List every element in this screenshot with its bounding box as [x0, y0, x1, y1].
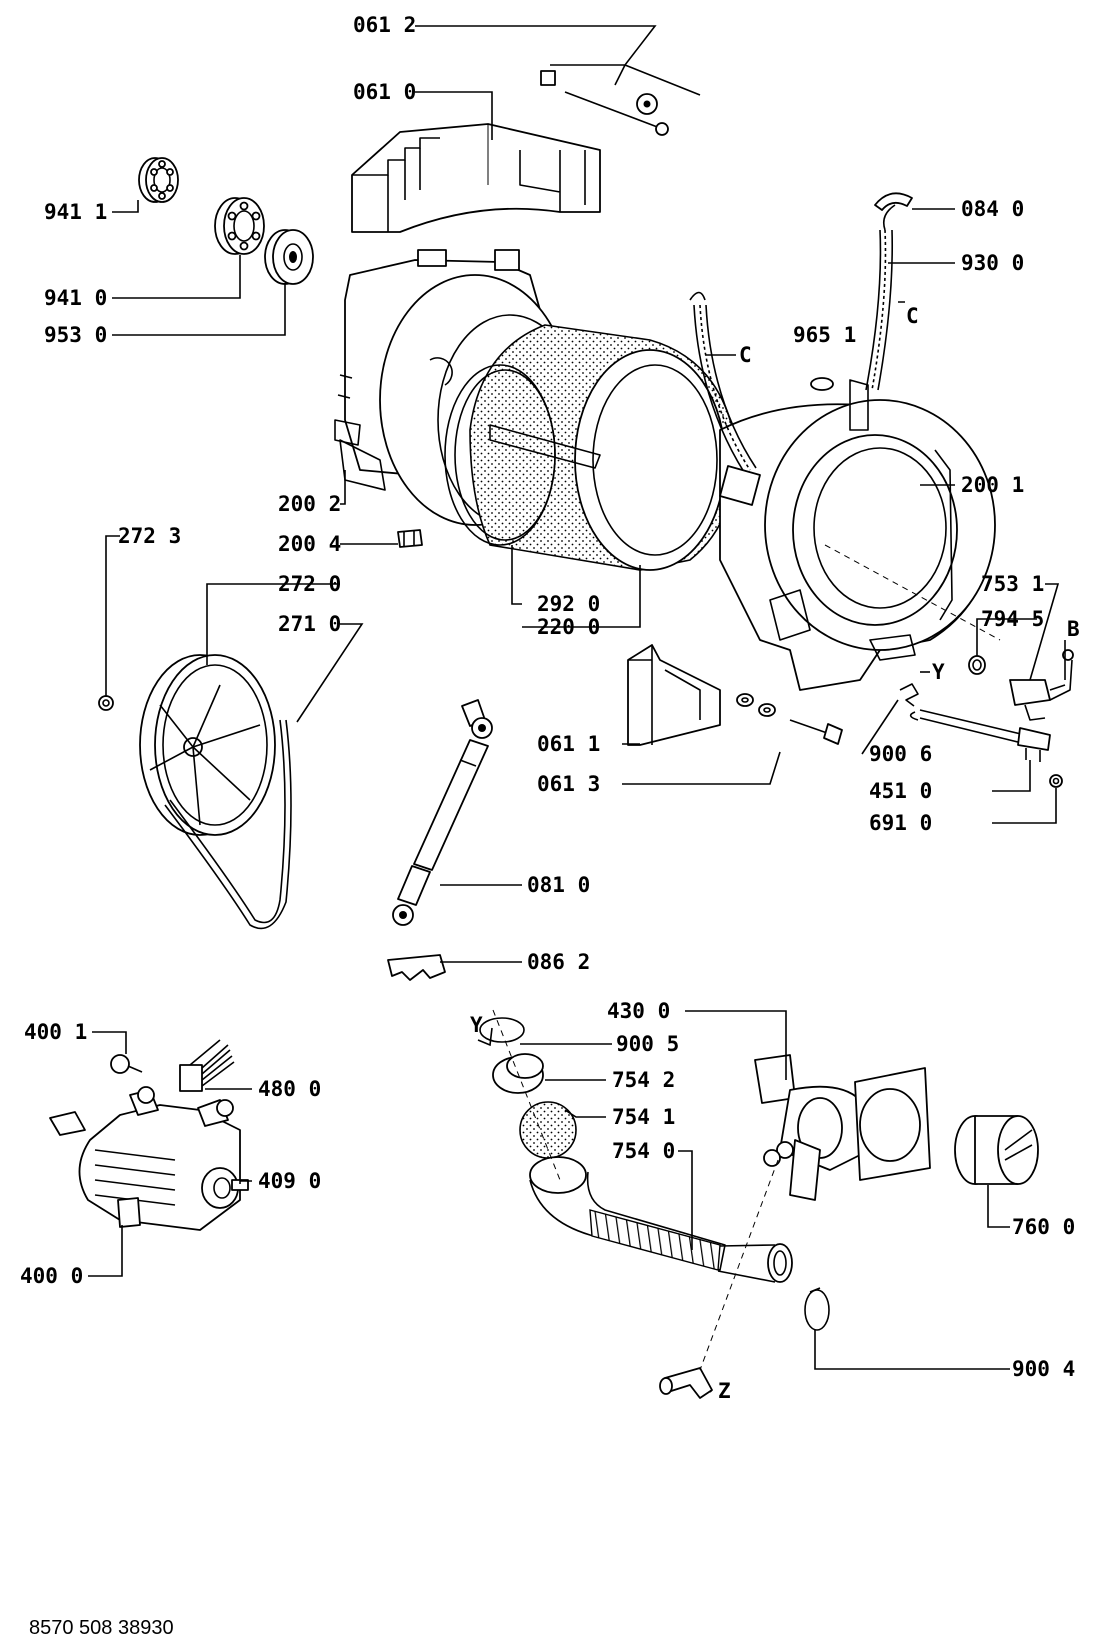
- part-200-4-clip: [397, 529, 423, 548]
- label-y-top: Y: [932, 660, 945, 684]
- part-086-2-mount: [387, 954, 446, 981]
- leader-lines: [88, 25, 1066, 1393]
- part-941-1-bearing: [138, 157, 179, 203]
- label-900-5: 900 5: [616, 1032, 679, 1056]
- part-409-0-clip: [231, 1179, 249, 1191]
- part-900-5-hose-clamp: [479, 1017, 525, 1043]
- label-061-2: 061 2: [353, 13, 416, 37]
- part-900-6-clip: [899, 683, 919, 707]
- label-400-0: 400 0: [20, 1264, 83, 1288]
- label-c-right: C: [906, 304, 919, 328]
- part-754-1-ball-valve: [519, 1101, 577, 1159]
- label-271-0: 271 0: [278, 612, 341, 636]
- label-930-0: 930 0: [961, 251, 1024, 275]
- label-480-0: 480 0: [258, 1077, 321, 1101]
- part-400-1-motor-connector: [110, 1054, 143, 1074]
- label-754-2: 754 2: [612, 1068, 675, 1092]
- label-430-0: 430 0: [607, 999, 670, 1023]
- part-061-3-bolt-kit: [736, 693, 843, 745]
- label-272-0: 272 0: [278, 572, 341, 596]
- part-691-0-nut: [1049, 774, 1063, 788]
- part-272-3-nut: [98, 695, 114, 711]
- label-200-1: 200 1: [961, 473, 1024, 497]
- label-900-4: 900 4: [1012, 1357, 1075, 1381]
- label-200-4: 200 4: [278, 532, 341, 556]
- part-labels: 061 2 061 0 941 1 941 0 953 0 084 0 930 …: [20, 13, 1080, 1403]
- part-084-0-spring-cap: [874, 192, 913, 211]
- part-220-0-drum: [469, 324, 737, 571]
- label-272-3: 272 3: [118, 524, 181, 548]
- part-900-4-hose-clamp: [804, 1287, 830, 1331]
- part-760-0-pump-filter: [954, 1115, 1039, 1185]
- part-200-1-front-tub-half: [719, 379, 1001, 691]
- label-061-0: 061 0: [353, 80, 416, 104]
- part-480-0-wiring-harness: [179, 1039, 235, 1092]
- label-200-2: 200 2: [278, 492, 341, 516]
- part-400-0-motor: [49, 1086, 241, 1231]
- label-794-5: 794 5: [981, 607, 1044, 631]
- document-reference-number: 8570 508 38930: [29, 1617, 174, 1639]
- label-941-0: 941 0: [44, 286, 107, 310]
- label-061-3: 061 3: [537, 772, 600, 796]
- part-930-0-suspension-spring-right: [865, 204, 896, 391]
- part-271-0-drive-belt: [164, 719, 292, 930]
- label-451-0: 451 0: [869, 779, 932, 803]
- part-061-0-counterweight: [351, 123, 601, 233]
- label-220-0: 220 0: [537, 615, 600, 639]
- part-753-1-ntc-sensor: [1009, 649, 1074, 721]
- label-754-0: 754 0: [612, 1139, 675, 1163]
- part-061-1-front-weight: [627, 644, 721, 746]
- label-754-1: 754 1: [612, 1105, 675, 1129]
- part-272-0-pulley: [139, 654, 276, 836]
- label-084-0: 084 0: [961, 197, 1024, 221]
- label-y-bottom: Y: [470, 1013, 483, 1037]
- part-292-0-drum-ring: [444, 364, 556, 546]
- part-061-2-weight-bolt-kit: [540, 70, 669, 136]
- label-b: B: [1067, 617, 1080, 641]
- label-753-1: 753 1: [981, 572, 1044, 596]
- part-754-2-seal-ring: [492, 1053, 544, 1094]
- part-965-1-plug: [810, 377, 834, 391]
- part-suspension-spring-left: [689, 291, 761, 506]
- part-430-0-drain-pump: [754, 1054, 931, 1201]
- label-z: Z: [718, 1379, 731, 1403]
- part-451-0-heating-element: [909, 709, 1051, 762]
- label-953-0: 953 0: [44, 323, 107, 347]
- label-061-1: 061 1: [537, 732, 600, 756]
- label-086-2: 086 2: [527, 950, 590, 974]
- label-081-0: 081 0: [527, 873, 590, 897]
- part-941-0-bearing: [214, 197, 265, 255]
- label-409-0: 409 0: [258, 1169, 321, 1193]
- label-965-1: 965 1: [793, 323, 856, 347]
- part-z-hose-piece: [659, 1367, 713, 1399]
- label-760-0: 760 0: [1012, 1215, 1075, 1239]
- part-081-0-shock-absorber: [392, 699, 493, 926]
- label-900-6: 900 6: [869, 742, 932, 766]
- label-941-1: 941 1: [44, 200, 107, 224]
- label-400-1: 400 1: [24, 1020, 87, 1044]
- part-754-0-sump-hose: [529, 1156, 793, 1283]
- label-c-left: C: [739, 343, 752, 367]
- label-292-0: 292 0: [537, 592, 600, 616]
- part-953-0-seal: [264, 229, 314, 285]
- part-794-5-grommet: [968, 655, 986, 675]
- label-691-0: 691 0: [869, 811, 932, 835]
